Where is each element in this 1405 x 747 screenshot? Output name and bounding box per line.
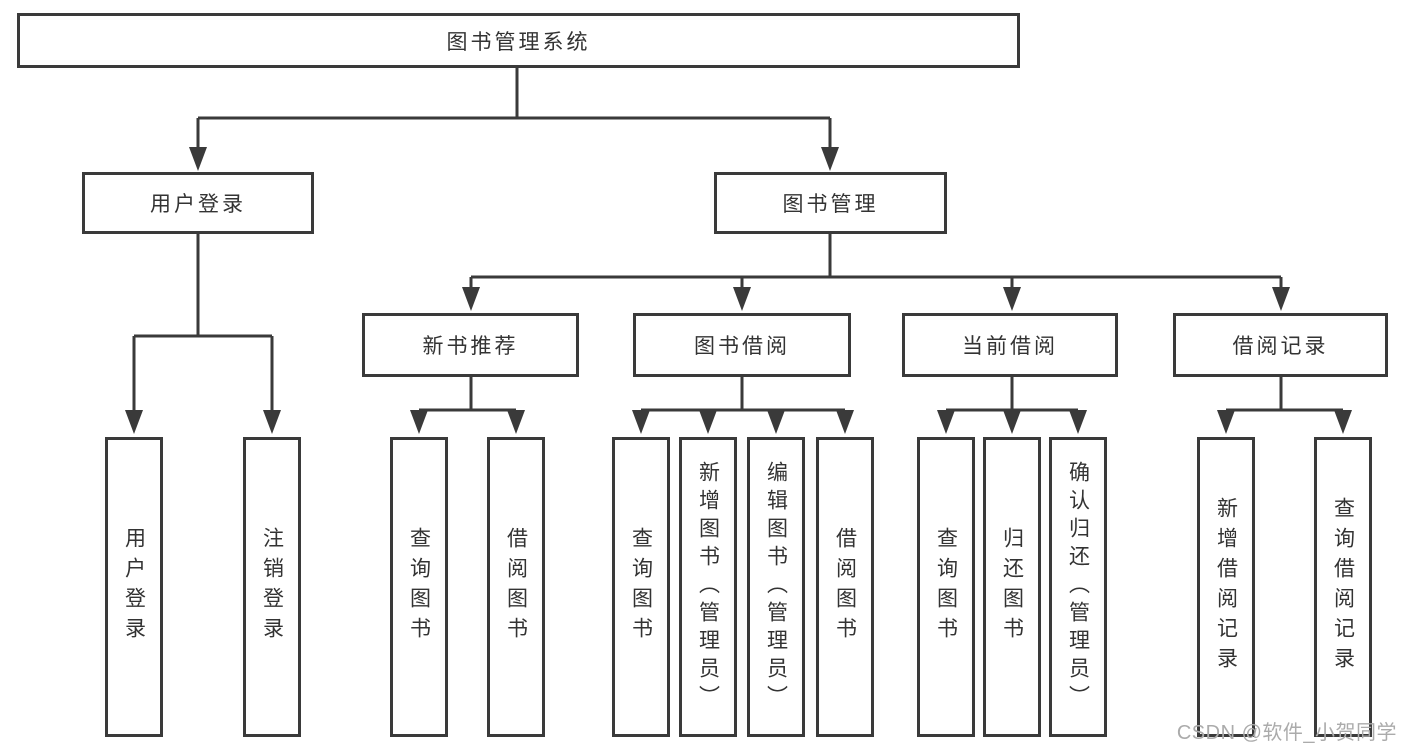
node-leaf-current-query-books: 查询图书 [917,437,975,737]
node-book-borrowing: 图书借阅 [633,313,851,377]
node-label: 借阅记录 [1232,335,1329,358]
node-label: 新增借阅记录 [1214,497,1238,677]
node-label: 编辑图书（管理员） [764,461,788,713]
node-current-borrowing: 当前借阅 [902,313,1118,377]
node-leaf-current-confirm-return-admin: 确认归还（管理员） [1049,437,1107,737]
connector-new-books-to-leaves [410,377,525,434]
node-label: 归还图书 [1000,527,1024,647]
node-label: 图书管理系统 [446,30,591,54]
connector-book-mgmt-to-level3 [462,234,1290,311]
node-leaf-borrow-edit-books-admin: 编辑图书（管理员） [747,437,805,737]
node-borrowing-records: 借阅记录 [1173,313,1388,377]
connector-current-borrow-to-leaves [937,377,1087,434]
node-label: 查询图书 [407,527,431,647]
node-label: 新增图书（管理员） [696,461,720,713]
node-leaf-newbooks-borrow-books: 借阅图书 [487,437,545,737]
node-leaf-records-query-record: 查询借阅记录 [1314,437,1372,737]
node-label: 查询图书 [934,527,958,647]
node-label: 当前借阅 [962,335,1058,358]
node-label: 图书借阅 [694,335,790,358]
node-user-login-branch: 用户登录 [82,172,314,234]
connector-book-borrow-to-leaves [632,377,854,434]
node-leaf-borrow-add-books-admin: 新增图书（管理员） [679,437,737,737]
node-leaf-borrow-borrow-books: 借阅图书 [816,437,874,737]
csdn-watermark: CSDN @软件_小贺同学 [1176,722,1397,744]
node-label: 图书管理 [782,193,879,216]
node-leaf-current-return-books: 归还图书 [983,437,1041,737]
node-new-book-recommend: 新书推荐 [362,313,579,377]
node-label: 借阅图书 [833,527,857,647]
node-book-management-branch: 图书管理 [714,172,947,234]
node-label: 查询借阅记录 [1331,497,1355,677]
node-root-library-system: 图书管理系统 [17,13,1020,68]
node-label: 注销登录 [260,527,284,647]
node-leaf-user-login: 用户登录 [105,437,163,737]
node-label: 确认归还（管理员） [1066,461,1090,713]
connector-borrow-records-to-leaves [1217,377,1352,434]
node-label: 查询图书 [629,527,653,647]
node-leaf-borrow-query-books: 查询图书 [612,437,670,737]
connector-root-to-branches [189,68,839,171]
node-label: 借阅图书 [504,527,528,647]
node-label: 用户登录 [122,527,146,647]
connector-user-login-to-leaves [125,234,281,434]
node-label: 用户登录 [150,193,246,216]
node-leaf-newbooks-query-books: 查询图书 [390,437,448,737]
node-label: 新书推荐 [422,335,519,358]
node-leaf-logout: 注销登录 [243,437,301,737]
node-leaf-records-add-record: 新增借阅记录 [1197,437,1255,737]
